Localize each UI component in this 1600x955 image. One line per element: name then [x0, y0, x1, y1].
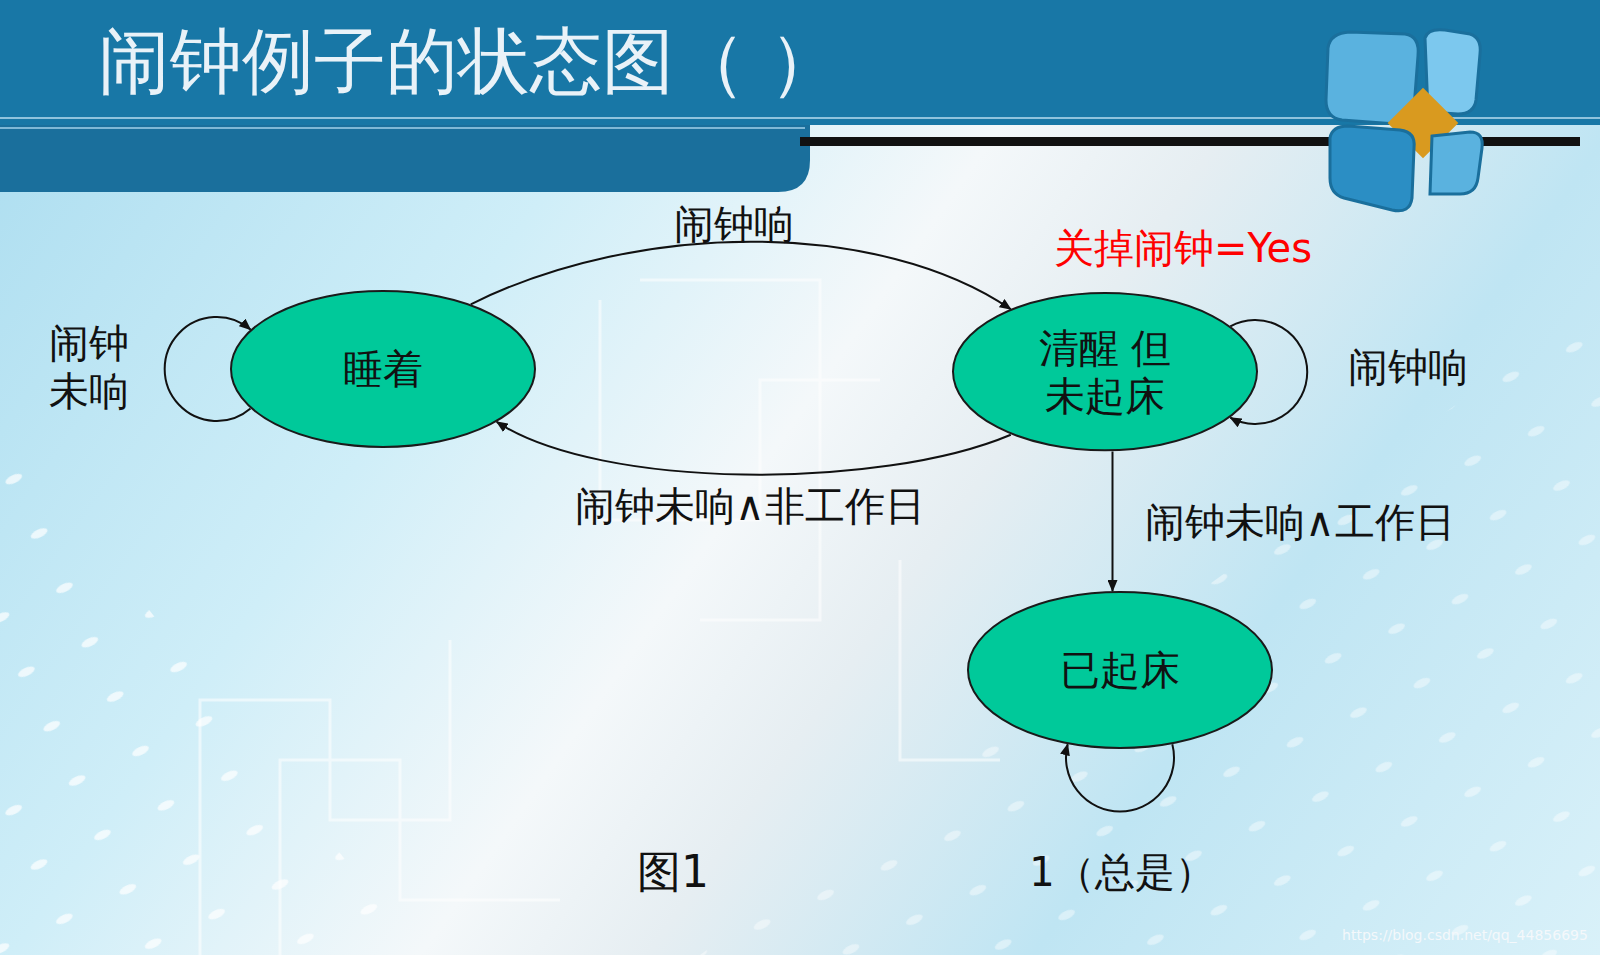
state-ellipse: 睡着	[230, 290, 536, 448]
transition-arrow	[497, 422, 1011, 475]
transition-label: 闹钟响	[1348, 343, 1468, 391]
state-name: 清醒 但未起床	[1019, 324, 1191, 420]
figure-caption: 图1	[637, 846, 709, 899]
state-name: 睡着	[343, 345, 423, 393]
ellipse-outline	[952, 292, 1258, 451]
watermark: https://blog.csdn.net/qq_44856695	[1342, 927, 1588, 944]
transition-label: 闹钟未响∧非工作日	[575, 482, 924, 530]
state-ellipse: 已起床	[967, 591, 1273, 749]
transition-arrow	[1112, 451, 1114, 591]
transition-label: 闹钟响	[674, 200, 794, 248]
state-name: 已起床	[1060, 646, 1180, 694]
transition-label: 1（总是）	[1029, 848, 1214, 896]
transition-arrow	[1066, 744, 1174, 811]
transition-arrow	[471, 242, 1011, 310]
state-ellipse: 清醒 但未起床	[952, 292, 1258, 451]
transition-label: 闹钟未响∧工作日	[1145, 498, 1454, 546]
slide-title: 闹钟例子的状态图（ ）	[98, 18, 841, 104]
transition-label: 闹钟 未响	[43, 319, 135, 415]
condition-note: 关掉闹钟=Yes	[1054, 224, 1312, 272]
